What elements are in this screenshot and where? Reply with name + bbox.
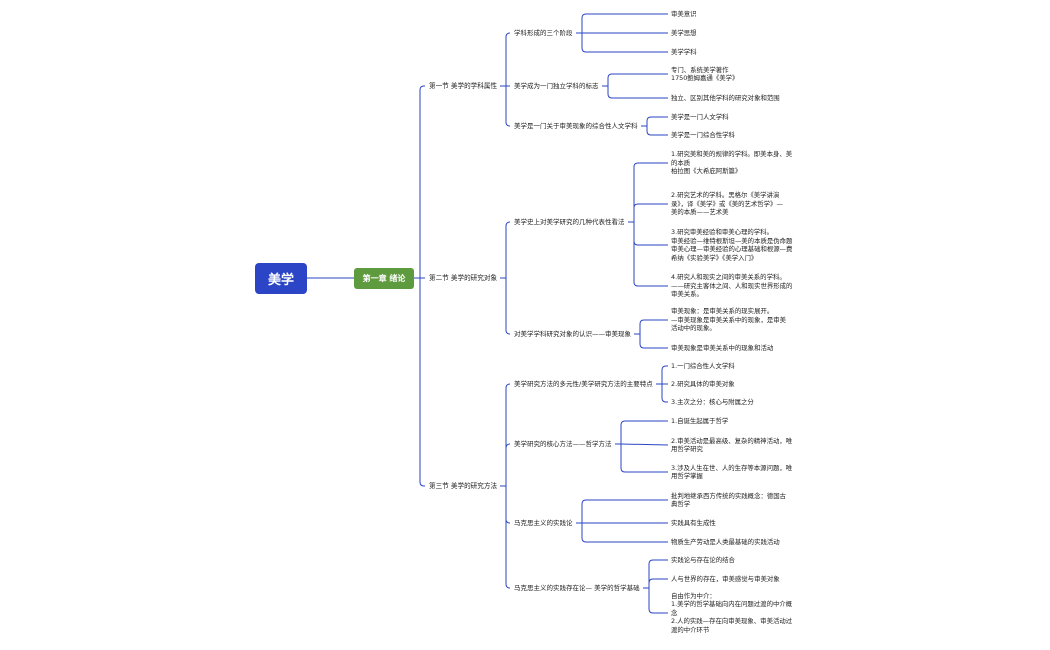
section-topic-link xyxy=(505,486,511,524)
section-topic-link xyxy=(505,278,511,335)
topic-leaf-link xyxy=(661,384,668,403)
section-topic-link xyxy=(505,443,511,486)
section-node[interactable]: 第一节 美学的学科属性 xyxy=(429,81,498,90)
leaf-node[interactable]: 4.研究人和现实之间的审美关系的学科。 ——研究主客体之间、人和现实世界形成的 … xyxy=(671,273,793,299)
topic-leaf-link xyxy=(633,222,668,246)
topic-leaf-link xyxy=(639,319,668,334)
section-topic-link xyxy=(505,32,511,86)
leaf-node[interactable]: 实践具有生成性 xyxy=(671,518,716,527)
leaf-node[interactable]: 人与世界的存在，审美感觉与审美对象 xyxy=(671,574,780,583)
topic-node[interactable]: 美学研究方法的多元性/美学研究方法的主要特点 xyxy=(514,379,653,388)
chapter-node[interactable]: 第一章 绪论 xyxy=(354,268,414,289)
topic-leaf-link xyxy=(648,578,668,588)
topic-leaf-link xyxy=(639,334,668,349)
chapter-section-link xyxy=(419,278,425,487)
leaf-node[interactable]: 美学学科 xyxy=(671,47,697,56)
topic-leaf-link xyxy=(581,13,668,33)
leaf-node[interactable]: 2.审美活动是最高级、复杂的精神活动，唯 用哲学研究 xyxy=(671,436,793,454)
leaf-node[interactable]: 美学是一门人文学科 xyxy=(671,112,729,121)
leaf-node[interactable]: 2.研究具体的审美对象 xyxy=(671,379,735,388)
topic-leaf-link xyxy=(633,203,668,222)
leaf-node[interactable]: 1.一门综合性人文学科 xyxy=(671,361,735,370)
leaf-node[interactable]: 3.主次之分：核心与附属之分 xyxy=(671,397,754,406)
topic-leaf-link xyxy=(620,420,668,444)
topic-node[interactable]: 马克思主义的实践存在论— 美学的哲学基础 xyxy=(514,583,640,592)
leaf-node[interactable]: 批判地继承西方传统的实践概念：德国古 典哲学 xyxy=(671,491,787,509)
section-topic-link xyxy=(505,486,511,589)
section-topic-link xyxy=(505,86,511,127)
topic-node[interactable]: 对美学学科研究对象的认识——审美现象 xyxy=(514,329,631,338)
topic-node[interactable]: 学科形成的三个阶段 xyxy=(514,28,573,37)
leaf-node[interactable]: 3.研究审美经验和审美心理的学科。 审美经验—维特根斯坦—美的本质是伪命题 审美… xyxy=(671,228,793,262)
chapter-section-link xyxy=(419,85,425,278)
topic-node[interactable]: 美学史上对美学研究的几种代表性看法 xyxy=(514,217,625,226)
topic-leaf-link xyxy=(581,33,668,53)
leaf-node[interactable]: 3.涉及人生在世、人的生存等本源问题，唯 用哲学掌握 xyxy=(671,463,793,481)
topic-leaf-link xyxy=(661,365,668,384)
topic-leaf-link xyxy=(646,116,668,126)
topic-leaf-link xyxy=(607,86,668,99)
leaf-node[interactable]: 实践论与存在论的结合 xyxy=(671,555,735,564)
topic-leaf-link xyxy=(581,523,668,543)
topic-leaf-link xyxy=(633,162,668,222)
section-topic-link xyxy=(505,221,511,278)
leaf-node[interactable]: 审美现象是审美关系中的现象和活动 xyxy=(671,343,774,352)
topic-leaf-link xyxy=(648,588,668,614)
leaf-node[interactable]: 1.研究美和美的规律的学科。即美本身、美 的本质 柏拉图《大希庇阿斯篇》 xyxy=(671,150,793,176)
topic-leaf-link xyxy=(633,222,668,287)
topic-node[interactable]: 马克思主义的实践论 xyxy=(514,518,573,527)
leaf-node[interactable]: 1.自诞生起属于哲学 xyxy=(671,416,729,425)
root-node[interactable]: 美学 xyxy=(255,263,307,294)
leaf-node[interactable]: 2.研究艺术的学科。黑格尔《美学讲演 录》，译《美学》或《美的艺术哲学》— 美的… xyxy=(671,191,783,217)
topic-leaf-link xyxy=(607,73,668,86)
topic-leaf-link xyxy=(620,443,669,446)
leaf-node[interactable]: 审美现象：是审美关系的现实展开。 —审美现象是审美关系中的现象，是审美 活动中的… xyxy=(671,307,787,333)
topic-node[interactable]: 美学是一门关于审美现象的综合性人文学科 xyxy=(514,121,638,130)
leaf-node[interactable]: 美学是一门综合性学科 xyxy=(671,130,735,139)
leaf-node[interactable]: 独立、区别其他学科的研究对象和范围 xyxy=(671,93,780,102)
section-topic-link xyxy=(505,383,511,486)
topic-node[interactable]: 美学成为一门独立学科的标志 xyxy=(514,81,599,90)
leaf-node[interactable]: 美学思想 xyxy=(671,28,697,37)
section-node[interactable]: 第三节 美学的研究方法 xyxy=(429,481,498,490)
leaf-node[interactable]: 自由作为中介： 1.美学的哲学基础向内在问题过渡的中介概 念 2.人的实践—存在… xyxy=(671,591,793,634)
section-node[interactable]: 第二节 美学的研究对象 xyxy=(429,273,498,282)
topic-leaf-link xyxy=(620,444,668,473)
leaf-node[interactable]: 物质生产劳动是人类最基础的实践活动 xyxy=(671,537,780,546)
topic-leaf-link xyxy=(646,126,668,136)
leaf-node[interactable]: 审美意识 xyxy=(671,9,697,18)
leaf-node[interactable]: 专门、系统美学著作 1750鲍姆嘉通《美学》 xyxy=(671,65,739,83)
topic-leaf-link xyxy=(648,559,668,588)
topic-node[interactable]: 美学研究的核心方法——哲学方法 xyxy=(514,439,612,448)
topic-leaf-link xyxy=(581,499,668,523)
